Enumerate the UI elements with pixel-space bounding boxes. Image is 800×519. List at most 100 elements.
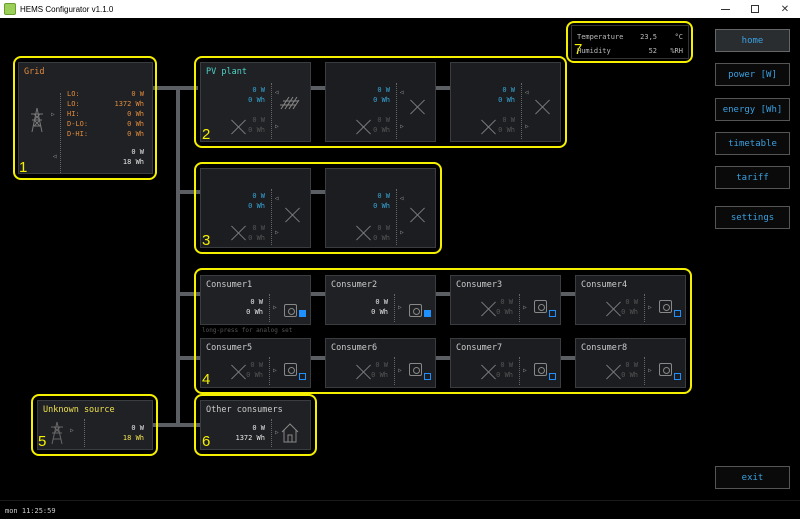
consumer-flow-arrow: ▷ <box>398 367 402 374</box>
other-consumers-panel[interactable]: Other consumers 0 W 1372 Wh ▷ <box>200 400 311 450</box>
temperature-unit: °C <box>674 33 683 41</box>
pv-slot-3-secondary-values: 0 W 0 Wh <box>498 115 515 135</box>
other-consumers-power: 0 W <box>252 424 265 432</box>
source-slot-1-values: 0 W 0 Wh <box>248 191 265 211</box>
consumer-panel-2[interactable]: Consumer2 0 W 0 Wh ▷ <box>325 275 436 325</box>
consumer-name: Consumer2 <box>331 280 378 290</box>
relay-off-indicator[interactable] <box>674 310 681 317</box>
consumer-power: 0 W <box>375 298 388 306</box>
consumer-panel-1[interactable]: Consumer1 0 W 0 Wh ▷ <box>200 275 311 325</box>
consumer-panel-3[interactable]: Consumer3 0 W 0 Wh ▷ <box>450 275 561 325</box>
source-slot-2-sec-power: 0 W <box>377 224 390 232</box>
consumer-power: 0 W <box>625 298 638 306</box>
source-slot-2-secondary-values: 0 W 0 Wh <box>373 223 390 243</box>
relay-off-indicator[interactable] <box>549 310 556 317</box>
bus-pv-link-1 <box>311 86 325 90</box>
consumer-panel-6[interactable]: Consumer6 0 W 0 Wh ▷ <box>325 338 436 388</box>
climate-sensor-readout: Temperature 23,5 °C Humidity 52 %RH <box>571 25 689 59</box>
source-slot-2-power: 0 W <box>377 192 390 200</box>
bus-row5-link-1 <box>311 356 325 360</box>
pv-slot-3-values: 0 W 0 Wh <box>498 85 515 105</box>
annotation-frame-5 <box>31 394 158 456</box>
tariff-button[interactable]: tariff <box>715 166 790 189</box>
consumer-divider <box>394 357 395 385</box>
pv-slot-2-panel[interactable]: 0 W 0 Wh ◁ 0 W 0 Wh ▷ <box>325 62 436 142</box>
humidity-label: Humidity <box>577 47 611 55</box>
grid-lo2-value: 1372 Wh <box>114 100 144 108</box>
pv-plant-sec-power: 0 W <box>252 116 265 124</box>
minimize-button[interactable] <box>710 0 740 18</box>
annotation-number-6: 6 <box>202 433 211 450</box>
pv-plant-secondary-values: 0 W 0 Wh <box>248 115 265 135</box>
bus-vertical <box>176 86 180 427</box>
grid-panel[interactable]: Grid LO: LO: HI: D-LO: D-HI: 0 W 1372 Wh… <box>18 62 153 174</box>
consumer-panel-5[interactable]: Consumer5 0 W 0 Wh ▷ <box>200 338 311 388</box>
pv-plant-energy: 0 Wh <box>248 96 265 104</box>
consumer-flow-arrow: ▷ <box>273 304 277 311</box>
consumer-energy: 0 Wh <box>621 371 638 379</box>
pv-plant-values: 0 W 0 Wh <box>248 85 265 105</box>
consumer-divider <box>519 357 520 385</box>
grid-flow-out-arrow: ◁ <box>53 153 57 160</box>
relay-on-indicator[interactable] <box>424 310 431 317</box>
consumer-panel-8[interactable]: Consumer8 0 W 0 Wh ▷ <box>575 338 686 388</box>
grid-energy: 18 Wh <box>122 158 144 166</box>
pv-plant-panel[interactable]: PV plant 0 W 0 Wh ◁ 0 W 0 Wh ▷ <box>200 62 311 142</box>
consumer-divider <box>394 294 395 322</box>
other-consumers-arrow: ▷ <box>275 429 279 436</box>
other-consumers-divider <box>271 419 272 447</box>
timetable-button[interactable]: timetable <box>715 132 790 155</box>
pv-slot-3-sec-power: 0 W <box>502 116 515 124</box>
consumer-values: 0 W 0 Wh <box>496 297 513 317</box>
relay-off-indicator[interactable] <box>674 373 681 380</box>
clock-display: mon 11:25:59 <box>5 507 56 515</box>
settings-button[interactable]: settings <box>715 206 790 229</box>
consumer-panel-7[interactable]: Consumer7 0 W 0 Wh ▷ <box>450 338 561 388</box>
title-bar: HEMS Configurator v1.1.0 ✕ <box>0 0 800 18</box>
consumer-energy: 0 Wh <box>496 308 513 316</box>
unknown-source-panel[interactable]: Unknown source ▷ 0 W 18 Wh <box>37 400 153 450</box>
consumer-values: 0 W 0 Wh <box>621 297 638 317</box>
bus-branch-row4 <box>176 292 200 296</box>
home-button[interactable]: home <box>715 29 790 52</box>
source-slot-1-sec-arrow: ▷ <box>275 229 279 236</box>
source-slot-2-energy: 0 Wh <box>373 202 390 210</box>
consumer-flow-arrow: ▷ <box>648 304 652 311</box>
pv-slot-2-values: 0 W 0 Wh <box>373 85 390 105</box>
source-slot-1-energy: 0 Wh <box>248 202 265 210</box>
maximize-button[interactable] <box>740 0 770 18</box>
consumer-values: 0 W 0 Wh <box>621 360 638 380</box>
source-slot-1-panel[interactable]: 0 W 0 Wh ◁ 0 W 0 Wh ▷ <box>200 168 311 248</box>
exit-button[interactable]: exit <box>715 466 790 489</box>
unknown-source-power: 0 W <box>131 424 144 432</box>
relay-off-indicator[interactable] <box>299 373 306 380</box>
annotation-number-7: 7 <box>574 41 583 58</box>
consumer-energy: 0 Wh <box>371 308 388 316</box>
pv-slot-2-sec-energy: 0 Wh <box>373 126 390 134</box>
relay-off-indicator[interactable] <box>549 373 556 380</box>
relay-off-indicator[interactable] <box>424 373 431 380</box>
consumer-values: 0 W 0 Wh <box>371 360 388 380</box>
annotation-frame-1 <box>13 56 157 180</box>
relay-on-indicator[interactable] <box>299 310 306 317</box>
window-title: HEMS Configurator v1.1.0 <box>20 4 114 14</box>
bus-row5-link-2 <box>436 356 450 360</box>
annotation-frame-2 <box>194 56 567 148</box>
pv-slot-3-sec-arrow: ▷ <box>525 123 529 130</box>
grid-tariff-values: 0 W 1372 Wh 0 Wh 0 Wh 0 Wh <box>114 89 144 139</box>
other-consumers-title: Other consumers <box>206 405 283 415</box>
consumer-panel-4[interactable]: Consumer4 0 W 0 Wh ▷ <box>575 275 686 325</box>
consumer-energy: 0 Wh <box>496 371 513 379</box>
consumer-divider <box>644 294 645 322</box>
consumer-flow-arrow: ▷ <box>523 367 527 374</box>
grid-totals: 0 W 18 Wh <box>123 147 144 167</box>
pv-slot-3-panel[interactable]: 0 W 0 Wh ◁ 0 W 0 Wh ▷ <box>450 62 561 142</box>
energy-button[interactable]: energy [Wh] <box>715 98 790 121</box>
consumer-power: 0 W <box>250 361 263 369</box>
consumer-flow-arrow: ▷ <box>523 304 527 311</box>
source-slot-2-panel[interactable]: 0 W 0 Wh ◁ 0 W 0 Wh ▷ <box>325 168 436 248</box>
source-slot-1-secondary-values: 0 W 0 Wh <box>248 223 265 243</box>
close-button[interactable]: ✕ <box>780 3 790 15</box>
power-button[interactable]: power [W] <box>715 63 790 86</box>
source-slot-1-in-arrow: ◁ <box>275 195 279 202</box>
